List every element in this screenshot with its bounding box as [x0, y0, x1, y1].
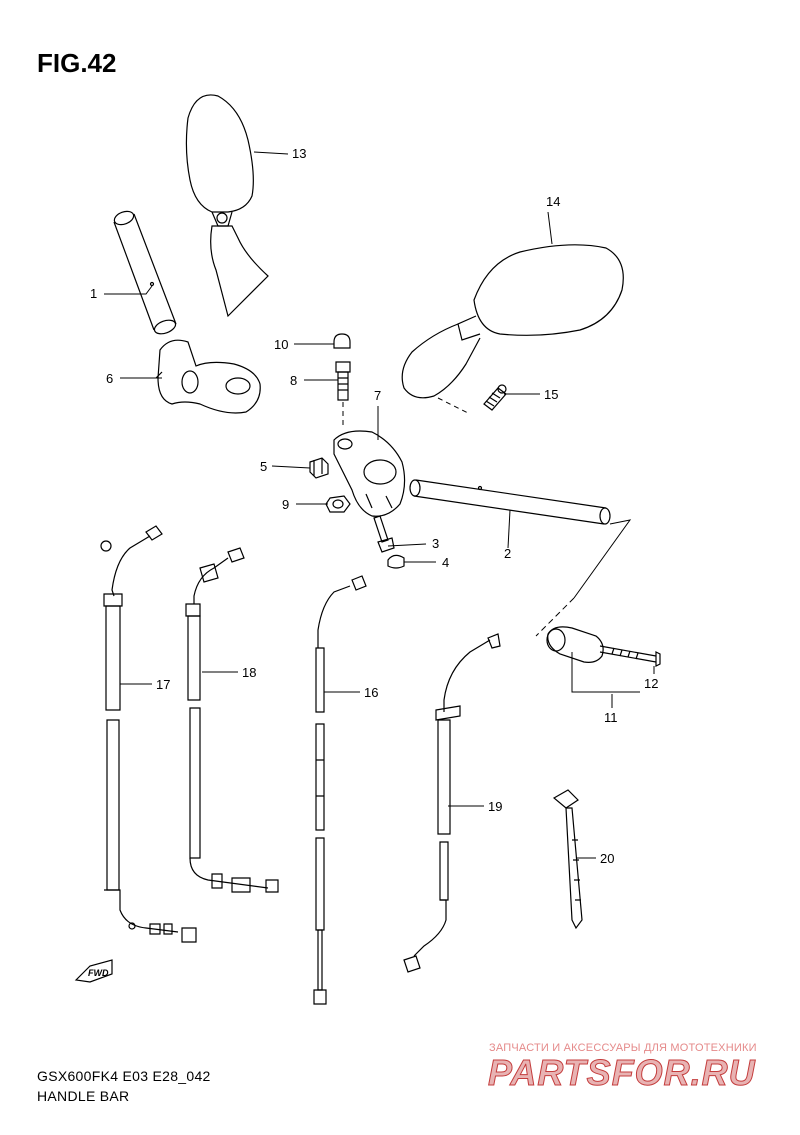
- callout-14: 14: [546, 194, 560, 209]
- callout-3: 3: [432, 536, 439, 551]
- figure-title: FIG.42: [37, 48, 117, 78]
- part-9-nut: [325, 495, 351, 513]
- watermark-tagline: ЗАПЧАСТИ И АКСЕССУАРЫ ДЛЯ МОТОТЕХНИКИ: [489, 1042, 757, 1054]
- callout-5: 5: [260, 459, 267, 474]
- part-2-handlebar-pipe: [409, 479, 632, 637]
- part-13-left-mirror: [185, 94, 269, 318]
- part-19-cable: [403, 633, 501, 973]
- model-code: GSX600FK4 E03 E28_042: [37, 1068, 211, 1084]
- callout-9: 9: [282, 497, 289, 512]
- callout-4: 4: [442, 555, 449, 570]
- callout-2: 2: [504, 546, 511, 561]
- fwd-direction-mark: FWD: [74, 959, 113, 983]
- callout-11: 11: [604, 710, 618, 725]
- part-16-clutch-cable: [313, 575, 367, 1005]
- fwd-label: FWD: [88, 968, 109, 978]
- callout-6: 6: [106, 371, 113, 386]
- callout-19: 19: [488, 799, 502, 814]
- watermark-logo: PARTSFOR.RU: [488, 1052, 756, 1094]
- callout-17: 17: [156, 677, 170, 692]
- part-11-balancer-weight: [546, 626, 661, 667]
- part-6-holder: [155, 339, 261, 414]
- callout-13: 13: [292, 146, 306, 161]
- callout-18: 18: [242, 665, 256, 680]
- callout-15: 15: [544, 387, 558, 402]
- part-15-screw: [483, 384, 507, 411]
- part-10-cap: [333, 333, 351, 349]
- part-18-throttle-cable: [185, 547, 279, 893]
- part-17-throttle-cable: [100, 525, 197, 943]
- callout-20: 20: [600, 851, 614, 866]
- part-8-bolt: [335, 361, 351, 428]
- part-4-plug: [387, 554, 405, 569]
- part-3-bolt: [373, 515, 395, 553]
- callout-1: 1: [90, 286, 97, 301]
- callout-numbers: 1 2 3 4 5 6 7 8 9 10 11 12 13 14 15 16 1…: [90, 146, 658, 866]
- callout-8: 8: [290, 373, 297, 388]
- part-5-nut: [309, 457, 329, 479]
- callout-10: 10: [274, 337, 288, 352]
- part-7-handlebar-holder: [333, 430, 406, 517]
- callout-7: 7: [374, 388, 381, 403]
- figure-caption: HANDLE BAR: [37, 1088, 130, 1104]
- callout-16: 16: [364, 685, 378, 700]
- part-20-clamp: [552, 789, 583, 930]
- leader-lines: [104, 151, 655, 859]
- part-14-right-mirror: [401, 244, 624, 415]
- callout-12: 12: [644, 676, 658, 691]
- part-1-bar: [113, 210, 177, 335]
